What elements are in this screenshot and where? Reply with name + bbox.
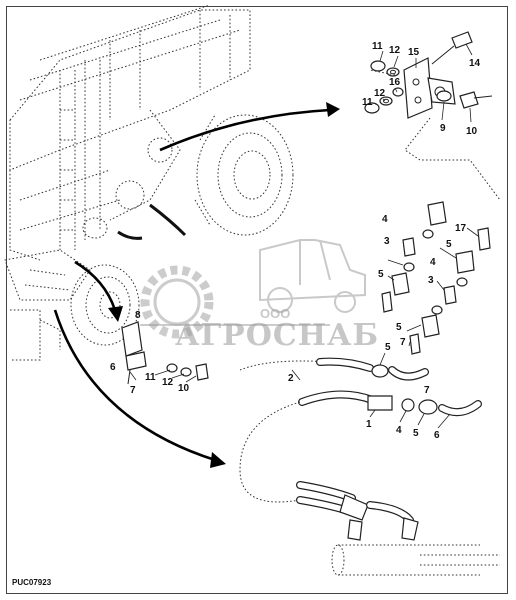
watermark-brand: АГРОСНАБ <box>175 318 379 353</box>
callout-4: 4 <box>396 425 402 436</box>
callout-6: 6 <box>434 430 440 441</box>
watermark-prefix: ООО <box>260 306 290 321</box>
callout-5: 5 <box>385 342 391 353</box>
callout-4: 4 <box>382 214 388 225</box>
callout-5: 5 <box>396 322 402 333</box>
callout-5: 5 <box>413 428 419 439</box>
middle-hose-assembly <box>239 357 429 381</box>
leader-lines <box>129 43 479 429</box>
fittings-stack <box>381 201 491 355</box>
callout-3: 3 <box>428 275 434 286</box>
upper-tire <box>194 114 294 236</box>
tractor-watermark-icon <box>259 239 366 313</box>
callout-6: 6 <box>110 362 116 373</box>
callout-11: 11 <box>362 97 373 108</box>
callout-12: 12 <box>162 377 174 388</box>
figure-code: PUC07923 <box>12 578 52 587</box>
callout-1: 1 <box>366 419 372 430</box>
bracket-assembly <box>364 31 493 119</box>
callout-labels: 11 12 15 14 16 12 11 9 10 17 4 3 5 5 4 3… <box>110 41 481 441</box>
arrow-head-icon <box>326 102 340 117</box>
callout-3: 3 <box>384 236 390 247</box>
watermark: ООО АГРОСНАБ <box>140 239 379 353</box>
callout-8: 8 <box>135 310 141 321</box>
callout-11: 11 <box>145 372 156 383</box>
arrow-to-bracket <box>159 108 331 152</box>
machine-frame-outline <box>4 4 251 361</box>
callout-16: 16 <box>389 77 401 88</box>
callout-11: 11 <box>372 41 383 52</box>
hydraulic-cylinder <box>296 481 500 576</box>
callout-5: 5 <box>446 239 452 250</box>
callout-12: 12 <box>374 88 386 99</box>
callout-14: 14 <box>469 58 481 69</box>
callout-4: 4 <box>430 257 436 268</box>
callout-7: 7 <box>424 385 430 396</box>
callout-5: 5 <box>378 269 384 280</box>
arrow-to-cylinder <box>53 309 216 462</box>
callout-2: 2 <box>288 373 294 384</box>
pointer-arrows <box>53 102 340 468</box>
callout-10: 10 <box>178 383 190 394</box>
arrow-to-lower-clamp <box>74 260 117 311</box>
callout-17: 17 <box>455 223 467 234</box>
callout-9: 9 <box>440 123 446 134</box>
callout-12: 12 <box>389 45 401 56</box>
callout-10: 10 <box>466 126 478 137</box>
callout-15: 15 <box>408 47 420 58</box>
arrow-head-icon <box>210 452 226 468</box>
lower-tire <box>70 264 140 346</box>
lower-hose-assembly <box>239 390 482 503</box>
callout-7: 7 <box>400 337 406 348</box>
arrow-head-icon <box>108 306 123 322</box>
callout-7: 7 <box>130 385 136 396</box>
